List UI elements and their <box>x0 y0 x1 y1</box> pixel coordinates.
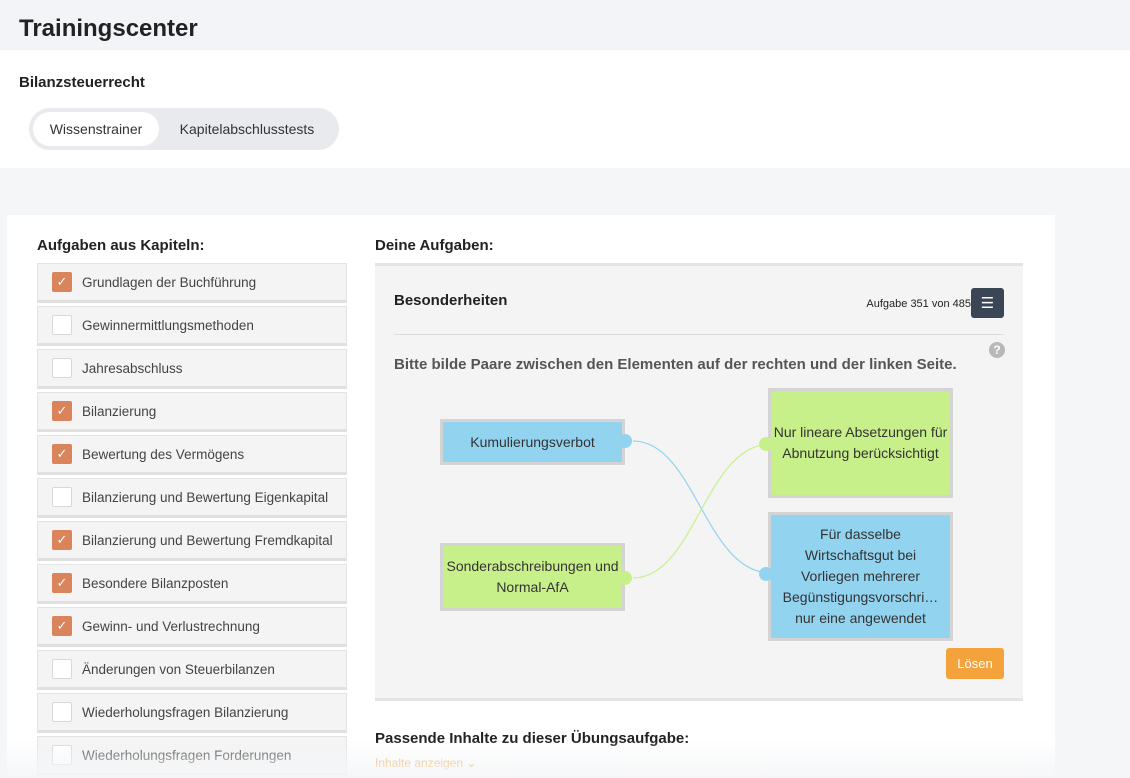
checkbox-unchecked[interactable] <box>52 315 72 335</box>
right-item-wirtschaftsgut[interactable]: Für dasselbe Wirtschaftsgut bei Vorliege… <box>768 512 953 641</box>
checkbox-checked[interactable]: ✓ <box>52 573 72 593</box>
checkbox-unchecked[interactable] <box>52 659 72 679</box>
checkbox-unchecked[interactable] <box>52 487 72 507</box>
show-content-link[interactable]: Inhalte anzeigen ⌄ <box>375 756 476 770</box>
chevron-down-icon: ⌄ <box>466 756 477 770</box>
chapter-item[interactable]: ✓ Bewertung des Vermögens <box>37 435 347 475</box>
connector-kumulierungsverbot <box>632 440 772 574</box>
show-content-label: Inhalte anzeigen <box>375 756 464 770</box>
right-knob-1[interactable] <box>759 437 773 451</box>
checkbox-checked[interactable]: ✓ <box>52 616 72 636</box>
hamburger-icon: ☰ <box>980 295 995 312</box>
solve-button[interactable]: Lösen <box>946 648 1004 679</box>
related-content-title: Passende Inhalte zu dieser Übungsaufgabe… <box>375 730 690 747</box>
chapter-item[interactable]: ✓ Besondere Bilanzposten <box>37 564 347 604</box>
chapter-label: Gewinn- und Verlustrechnung <box>82 618 260 634</box>
connector-sonderabschreibungen <box>632 443 772 579</box>
task-divider <box>394 334 1004 335</box>
tab-wissenstrainer[interactable]: Wissenstrainer <box>33 112 159 146</box>
chapter-label: Wiederholungsfragen Forderungen <box>82 747 292 763</box>
chapter-label: Gewinnermittlungsmethoden <box>82 317 254 333</box>
chapter-item[interactable]: ✓ Gewinn- und Verlustrechnung <box>37 607 347 647</box>
chapter-label: Wiederholungsfragen Bilanzierung <box>82 704 289 720</box>
task-counter: Aufgabe 351 von 485 <box>866 298 971 310</box>
tab-switcher: Wissenstrainer Kapitelabschlusstests <box>29 108 339 150</box>
chapters-title: Aufgaben aus Kapiteln: <box>37 237 205 254</box>
chapter-item[interactable]: ✓ Bilanzierung <box>37 392 347 432</box>
chapter-item[interactable]: ✓ Bilanzierung und Bewertung Fremdkapital <box>37 521 347 561</box>
checkmark-icon: ✓ <box>56 446 68 461</box>
checkbox-checked[interactable]: ✓ <box>52 444 72 464</box>
chapter-item[interactable]: Wiederholungsfragen Forderungen <box>37 736 347 776</box>
checkbox-unchecked[interactable] <box>52 702 72 722</box>
task-menu-button[interactable]: ☰ <box>971 288 1004 318</box>
app-title: Trainingscenter <box>19 15 198 42</box>
chapter-item[interactable]: Änderungen von Steuerbilanzen <box>37 650 347 690</box>
main-card: Aufgaben aus Kapiteln: ✓ Grundlagen der B… <box>7 215 1055 778</box>
chapter-label: Bewertung des Vermögens <box>82 446 245 462</box>
checkmark-icon: ✓ <box>56 618 68 633</box>
chapter-item[interactable]: ✓ Grundlagen der Buchführung <box>37 263 347 303</box>
checkmark-icon: ✓ <box>56 575 68 590</box>
chapter-item[interactable]: Bilanzierung und Bewertung Eigenkapital <box>37 478 347 518</box>
chapter-label: Grundlagen der Buchführung <box>82 274 257 290</box>
tasks-title: Deine Aufgaben: <box>375 237 494 254</box>
left-knob-2[interactable] <box>618 571 632 585</box>
task-instruction: Bitte bilde Paare zwischen den Elementen… <box>394 356 957 373</box>
task-panel: Besonderheiten Aufgabe 351 von 485 ☰ ? B… <box>375 263 1023 701</box>
help-icon[interactable]: ? <box>989 342 1005 358</box>
chapter-label: Bilanzierung <box>82 403 157 419</box>
checkbox-checked[interactable]: ✓ <box>52 272 72 292</box>
checkbox-unchecked[interactable] <box>52 745 72 765</box>
tab-kapitelabschlusstests[interactable]: Kapitelabschlusstests <box>179 121 315 137</box>
section-title: Bilanzsteuerrecht <box>19 74 145 91</box>
header-panel: Bilanzsteuerrecht Wissenstrainer Kapitel… <box>0 50 1130 168</box>
chapter-label: Änderungen von Steuerbilanzen <box>82 661 275 677</box>
left-item-sonderabschreibungen[interactable]: Sonderabschreibungen und Normal-AfA <box>440 543 625 611</box>
top-bar: Trainingscenter <box>0 0 1130 50</box>
checkmark-icon: ✓ <box>56 403 68 418</box>
right-item-lineare-absetzungen[interactable]: Nur lineare Absetzungen für Abnutzung be… <box>768 388 953 498</box>
left-item-kumulierungsverbot[interactable]: Kumulierungsverbot <box>440 419 625 465</box>
chapter-item[interactable]: Wiederholungsfragen Bilanzierung <box>37 693 347 733</box>
chapter-label: Jahresabschluss <box>82 360 183 376</box>
chapter-item[interactable]: Jahresabschluss <box>37 349 347 389</box>
checkmark-icon: ✓ <box>56 274 68 289</box>
task-title: Besonderheiten <box>394 292 508 309</box>
checkbox-unchecked[interactable] <box>52 358 72 378</box>
chapter-item[interactable]: Gewinnermittlungsmethoden <box>37 306 347 346</box>
checkbox-checked[interactable]: ✓ <box>52 530 72 550</box>
checkmark-icon: ✓ <box>56 532 68 547</box>
chapter-label: Besondere Bilanzposten <box>82 575 229 591</box>
right-knob-2[interactable] <box>759 567 773 581</box>
chapter-label: Bilanzierung und Bewertung Fremdkapital <box>82 532 333 548</box>
checkbox-checked[interactable]: ✓ <box>52 401 72 421</box>
left-knob-1[interactable] <box>618 434 632 448</box>
chapter-label: Bilanzierung und Bewertung Eigenkapital <box>82 489 329 505</box>
